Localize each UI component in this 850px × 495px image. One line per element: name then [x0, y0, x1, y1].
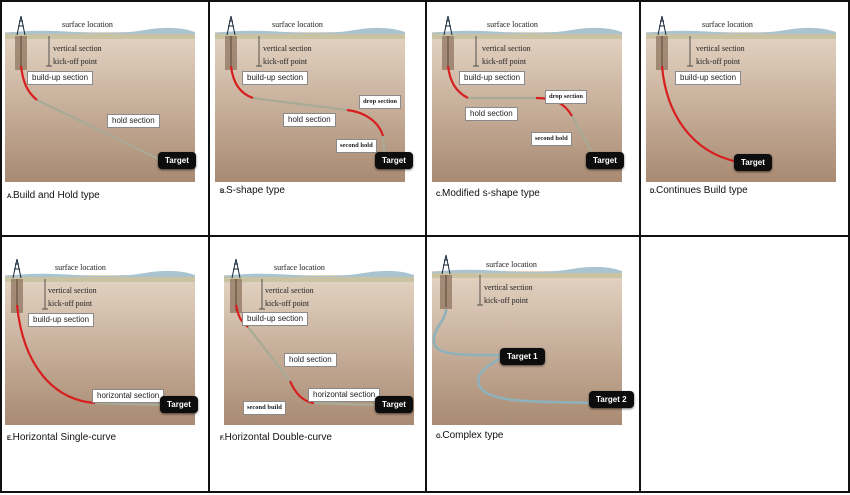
derrick-icon [12, 258, 22, 279]
hold-path [36, 99, 166, 163]
topsoil-strip [5, 34, 195, 39]
panel-caption-g: G.Complex type [436, 430, 504, 441]
derrick-icon [443, 15, 453, 36]
target-box: Target [158, 152, 196, 169]
horizontal-section-box: horizontal section [308, 388, 381, 402]
vertical-section-label: vertical section [53, 44, 102, 53]
topsoil-strip [5, 277, 195, 282]
derrick-icon [441, 254, 451, 275]
panel-continues-build: surface location vertical section kick-o… [646, 12, 836, 182]
cell-border-empty [639, 235, 850, 493]
sky-hills [646, 27, 836, 34]
horizontal-section-box: horizontal section [92, 389, 165, 403]
surface-location-label: surface location [62, 20, 113, 29]
kick-off-point-label: kick-off point [53, 57, 98, 66]
kick-off-point-label: kick-off point [48, 299, 93, 308]
kick-off-point-label: kick-off point [696, 57, 741, 66]
vertical-section-label: vertical section [696, 44, 745, 53]
topsoil-strip [646, 34, 836, 39]
panel-build-and-hold: surface location vertical section kick-o… [5, 12, 196, 182]
hold-path [252, 96, 348, 112]
hold-path [247, 326, 291, 382]
panel-caption-b: B.S-shape type [220, 185, 285, 196]
topsoil-strip [432, 34, 622, 39]
topsoil-strip [432, 273, 622, 278]
vertical-section-label: vertical section [482, 44, 531, 53]
hold-section-box: hold section [107, 114, 160, 128]
vertical-section-label: vertical section [48, 286, 97, 295]
build-up-section-box: build-up section [459, 71, 526, 85]
hold-section-box: hold section [283, 113, 336, 127]
panel-caption-d: D.Continues Build type [650, 185, 748, 196]
target-box: Target [586, 152, 624, 169]
target-box: Target [375, 152, 413, 169]
sky-hills [5, 270, 195, 277]
build-curve [660, 65, 739, 164]
kick-off-point-label: kick-off point [263, 57, 308, 66]
kick-off-point-label: kick-off point [265, 299, 310, 308]
build-curve [15, 304, 96, 405]
sky-hills [224, 270, 414, 277]
surface-location-label: surface location [487, 20, 538, 29]
panel-caption-c: C.Modified s-shape type [436, 188, 540, 199]
panel-complex: surface location vertical section kick-o… [432, 254, 634, 425]
surface-location-label: surface location [272, 20, 323, 29]
second-curve [346, 108, 385, 137]
drop-section-box: drop section [545, 90, 588, 104]
build-curve [19, 65, 38, 101]
second-hold-box: second hold [336, 139, 377, 153]
second-hold-path [94, 401, 162, 407]
target-1-box: Target 1 [500, 348, 545, 365]
second-hold-box: second hold [531, 132, 572, 146]
build-up-section-box: build-up section [242, 312, 309, 326]
derrick-icon [657, 15, 667, 36]
sky-hills [5, 27, 195, 34]
build-up-section-box: build-up section [242, 71, 309, 85]
build-curve [229, 65, 254, 100]
second-build-box: second build [243, 401, 286, 415]
build-up-section-box: build-up section [27, 71, 94, 85]
vertical-section-label: vertical section [265, 286, 314, 295]
surface-location-label: surface location [486, 260, 537, 269]
build-curve [446, 65, 469, 99]
sky-hills [215, 27, 405, 34]
panel-caption-a: A.Build and Hold type [7, 190, 100, 201]
hold-section-box: hold section [284, 353, 337, 367]
second-hold-path [313, 401, 375, 407]
second-curve [288, 380, 315, 405]
panel-modified-s-shape: surface location vertical section kick-o… [432, 12, 624, 182]
topsoil-strip [215, 34, 405, 39]
target-box: Target [375, 396, 413, 413]
panel-s-shape: surface location vertical section kick-o… [215, 12, 413, 182]
topsoil-strip [224, 277, 414, 282]
target-box: Target [734, 154, 772, 171]
panel-horizontal-double-curve: surface location vertical section kick-o… [224, 255, 414, 425]
sky-hills [432, 27, 622, 34]
target-2-box: Target 2 [589, 391, 634, 408]
target-box: Target [160, 396, 198, 413]
panel-horizontal-single-curve: surface location vertical section kick-o… [5, 255, 198, 425]
derrick-icon [16, 15, 26, 36]
vertical-section-label: vertical section [484, 283, 533, 292]
hold-section-box: hold section [465, 107, 518, 121]
surface-location-label: surface location [55, 263, 106, 272]
kick-off-point-label: kick-off point [484, 296, 529, 305]
vertical-section-label: vertical section [263, 44, 312, 53]
surface-location-label: surface location [274, 263, 325, 272]
sky-hills [432, 266, 622, 273]
derrick-icon [231, 258, 241, 279]
build-up-section-box: build-up section [28, 313, 95, 327]
panel-caption-e: E.Horizontal Single-curve [7, 432, 117, 443]
panel-caption-f: F.Horizontal Double-curve [220, 432, 332, 443]
build-up-section-box: build-up section [675, 71, 742, 85]
derrick-icon [226, 15, 236, 36]
kick-off-point-label: kick-off point [482, 57, 527, 66]
drop-section-box: drop section [359, 95, 402, 109]
surface-location-label: surface location [702, 20, 753, 29]
